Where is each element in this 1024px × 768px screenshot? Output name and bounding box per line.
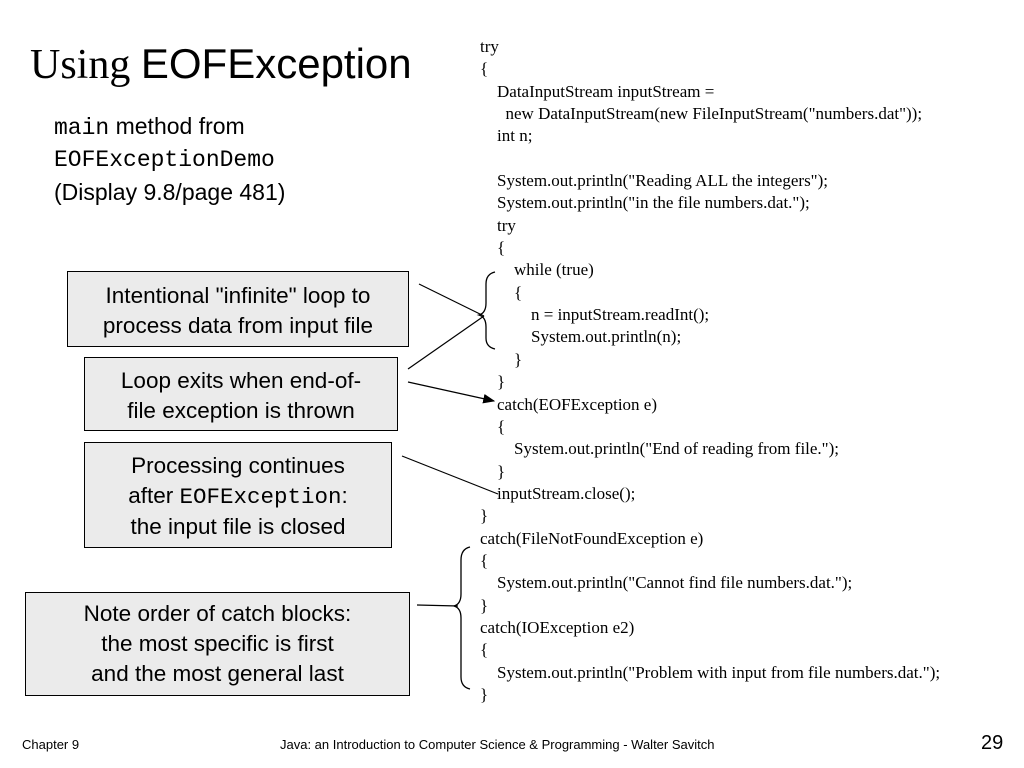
code-line: n = inputStream.readInt();	[480, 305, 710, 325]
note-catch-order: Note order of catch blocks: the most spe…	[25, 592, 410, 696]
code-line: System.out.println("Cannot find file num…	[480, 573, 853, 593]
code-line: inputStream.close();	[480, 483, 636, 503]
note-text: after	[128, 483, 180, 508]
note-processing-continues: Processing continues after EOFException:…	[84, 442, 392, 548]
code-line: catch(IOException e2)	[480, 617, 635, 637]
code-line: System.out.println(n);	[480, 327, 682, 347]
main-code: main	[54, 115, 110, 141]
code-line: {	[480, 416, 506, 436]
inner-loop-brace	[476, 271, 496, 350]
code-line: }	[480, 595, 489, 615]
code-line: DataInputStream inputStream =	[480, 81, 715, 101]
code-line: {	[480, 59, 489, 79]
code-line: int n;	[480, 126, 533, 146]
title-eofexception: EOFException	[140, 40, 412, 87]
note-text: :	[341, 483, 348, 508]
slide-subtitle: main method from EOFExceptionDemo (Displ…	[54, 110, 285, 208]
code-listing: try { DataInputStream inputStream = new D…	[480, 36, 940, 706]
title-using: Using	[30, 42, 141, 88]
note-infinite-loop: Intentional "infinite" loop to process d…	[67, 271, 409, 347]
connector-line-note1	[418, 283, 485, 317]
code-line: }	[480, 506, 489, 526]
code-line: System.out.println("Reading ALL the inte…	[480, 171, 829, 191]
code-line: while (true)	[480, 260, 594, 280]
code-line: }	[480, 461, 506, 481]
footer-chapter: Chapter 9	[22, 737, 80, 752]
code-line: System.out.println("Problem with input f…	[480, 662, 941, 682]
code-line: try	[480, 37, 499, 56]
note-line: Processing continues	[131, 453, 345, 478]
note-line: and the most general last	[91, 661, 344, 686]
note-line: Loop exits when end-of-	[120, 368, 362, 393]
code-line: System.out.println("End of reading from …	[480, 439, 840, 459]
connector-line-note4	[416, 604, 459, 607]
note-loop-exits: Loop exits when end-of- file exception i…	[84, 357, 398, 431]
code-line: {	[480, 640, 489, 660]
catch-blocks-brace	[451, 546, 471, 690]
display-reference: (Display 9.8/page 481)	[54, 179, 286, 205]
code-line: }	[480, 372, 506, 392]
connector-line-note3	[401, 455, 499, 495]
note-line: the input file is closed	[130, 514, 346, 539]
note-line: process data from input file	[102, 313, 374, 338]
subtitle-line-1: main method from	[54, 110, 285, 144]
code-line: {	[480, 238, 506, 258]
note-line: the most specific is first	[101, 631, 334, 656]
code-line: try	[480, 215, 516, 235]
connector-arrow-note2	[407, 381, 496, 404]
note-line: Intentional "infinite" loop to	[105, 283, 371, 308]
footer-book-title: Java: an Introduction to Computer Scienc…	[280, 737, 715, 752]
note-line-with-code: after EOFException:	[85, 481, 391, 512]
method-from-text: method from	[109, 113, 245, 139]
note-line: file exception is thrown	[127, 398, 355, 423]
code-line: {	[480, 550, 489, 570]
connector-line-note1b	[407, 315, 485, 370]
code-line: System.out.println("in the file numbers.…	[480, 193, 810, 213]
code-line: }	[480, 349, 523, 369]
slide-title: Using EOFException	[30, 40, 412, 89]
code-line: catch(FileNotFoundException e)	[480, 528, 704, 548]
code-line: catch(EOFException e)	[480, 394, 658, 414]
code-line: }	[480, 684, 489, 704]
note-code: EOFException	[179, 484, 342, 510]
page-number: 29	[981, 732, 1004, 754]
class-name-code: EOFExceptionDemo	[54, 147, 275, 173]
code-line: new DataInputStream(new FileInputStream(…	[480, 104, 923, 124]
code-line: {	[480, 282, 523, 302]
note-line: Note order of catch blocks:	[83, 601, 352, 626]
